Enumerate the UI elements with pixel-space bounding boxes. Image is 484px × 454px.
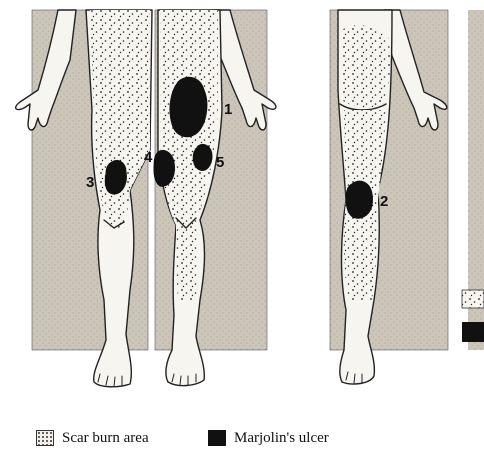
lesion-label-4: 4 xyxy=(144,149,153,166)
ulcer-1 xyxy=(170,77,207,136)
legend-marjolin-ulcer: Marjolin's ulcer xyxy=(208,428,329,448)
ulcer-5 xyxy=(193,144,212,170)
buttock-scar-area xyxy=(342,25,390,107)
scar-swatch-icon xyxy=(36,430,54,446)
legend-scar-burn: Scar burn area xyxy=(36,428,149,448)
legend-ulcer-label: Marjolin's ulcer xyxy=(234,430,329,447)
lesion-label-1: 1 xyxy=(224,101,232,118)
edge-ulcer-swatch xyxy=(462,322,484,342)
ulcer-4 xyxy=(154,150,175,186)
ulcer-3 xyxy=(105,160,126,194)
edge-scar-swatch xyxy=(462,290,484,308)
ulcer-2 xyxy=(346,181,373,218)
lesion-label-3: 3 xyxy=(86,174,94,191)
legend-scar-label: Scar burn area xyxy=(62,430,149,447)
ulcer-swatch-icon xyxy=(208,430,226,446)
lesion-label-2: 2 xyxy=(380,193,388,210)
lesion-label-5: 5 xyxy=(216,154,224,171)
